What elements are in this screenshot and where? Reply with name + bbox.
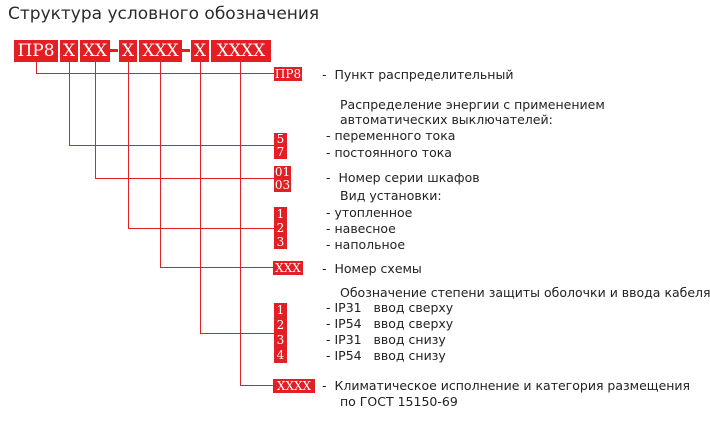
label-install-2: - навесное: [326, 221, 396, 236]
label-install-3: - напольное: [326, 237, 406, 252]
code-seg-energy: X: [60, 40, 78, 62]
page-title: Структура условного обозначения: [8, 4, 320, 24]
label-climate: - Климатическое исполнение и категория р…: [322, 378, 691, 393]
label-install-3-text: напольное: [334, 237, 406, 252]
label-protection-4-text: ввод снизу: [373, 348, 446, 363]
code-seg-pr8: ПР8: [14, 40, 58, 62]
code-dash-1: [110, 49, 118, 52]
label-protection-2-ip: IP54: [334, 316, 362, 331]
code-seg-install: X: [119, 40, 137, 62]
label-protection-1-text: ввод сверху: [373, 300, 454, 315]
label-protection-2-text: ввод сверху: [373, 316, 454, 331]
label-protection-2: - IP54 ввод сверху: [326, 316, 454, 331]
connector-protection-h: [200, 333, 274, 335]
label-protection-1: - IP31 ввод сверху: [326, 300, 454, 315]
connector-scheme-v: [160, 62, 162, 268]
label-energy-ac: - переменного тока: [326, 128, 456, 143]
tag-series-03: 03: [274, 178, 291, 192]
connector-install-v: [128, 62, 130, 229]
code-seg-scheme: XXX: [139, 40, 182, 62]
label-protection-1-ip: IP31: [334, 300, 362, 315]
label-install-1-text: утопленное: [334, 205, 413, 220]
tag-install-2: 2: [276, 221, 285, 235]
tag-series-01: 01: [274, 165, 291, 179]
tag-energy: 5 7: [274, 133, 287, 159]
code-seg-climate: XXXX: [211, 40, 271, 62]
connector-protection-v: [200, 62, 202, 334]
tag-protection-3: 3: [276, 333, 285, 347]
connector-pr8-v: [36, 62, 38, 74]
label-scheme-text: Номер схемы: [334, 261, 422, 276]
label-climate-text: Климатическое исполнение и категория раз…: [334, 378, 691, 393]
tag-install-1: 1: [276, 207, 285, 221]
label-protection-3-text: ввод снизу: [373, 332, 446, 347]
tag-protection-1: 1: [276, 303, 285, 317]
protection-heading: Обозначение степени защиты оболочки и вв…: [340, 285, 710, 300]
tag-install: 1 2 3: [274, 207, 287, 249]
code-dash-2: [182, 49, 190, 52]
code-seg-protection: X: [191, 40, 209, 62]
tag-pr8: ПР8: [274, 67, 302, 81]
label-punkt-text: Пункт распределительный: [334, 67, 514, 82]
label-scheme: - Номер схемы: [322, 261, 422, 276]
tag-protection-2: 2: [276, 318, 285, 332]
label-protection-3: - IP31 ввод снизу: [326, 332, 446, 347]
label-energy-dc: - постоянного тока: [326, 145, 452, 160]
tag-protection: 1 2 3 4: [274, 303, 287, 363]
energy-heading-1: Распределение энергии с применением: [340, 97, 605, 112]
connector-climate-v: [240, 62, 242, 386]
tag-energy-7: 7: [276, 145, 285, 159]
label-protection-4: - IP54 ввод снизу: [326, 348, 446, 363]
tag-climate: XXXX: [273, 379, 315, 393]
label-series: - Номер серии шкафов: [326, 170, 480, 185]
energy-heading-2: автоматических выключателей:: [340, 112, 553, 127]
label-punkt: - Пункт распределительный: [322, 67, 514, 82]
label-series-text: Номер серии шкафов: [338, 170, 480, 185]
connector-scheme-h: [160, 267, 273, 269]
code-seg-series: XX: [80, 40, 110, 62]
connector-series-h: [95, 178, 274, 180]
label-energy-dc-text: постоянного тока: [334, 145, 452, 160]
connector-series-v: [95, 62, 97, 179]
connector-climate-h: [240, 385, 274, 387]
connector-pr8-h: [36, 73, 274, 75]
label-install-2-text: навесное: [334, 221, 396, 236]
tag-series: 01 03: [274, 166, 291, 192]
tag-scheme: XXX: [273, 261, 303, 275]
tag-protection-4: 4: [276, 348, 285, 362]
connector-energy-v: [69, 62, 71, 146]
connector-energy-h: [69, 145, 274, 147]
tag-energy-5: 5: [276, 132, 285, 146]
label-climate-2: по ГОСТ 15150-69: [340, 394, 458, 409]
label-install-1: - утопленное: [326, 205, 413, 220]
label-protection-4-ip: IP54: [334, 348, 362, 363]
tag-install-3: 3: [276, 235, 285, 249]
label-energy-ac-text: переменного тока: [334, 128, 456, 143]
install-heading: Вид установки:: [340, 188, 442, 203]
label-protection-3-ip: IP31: [334, 332, 362, 347]
